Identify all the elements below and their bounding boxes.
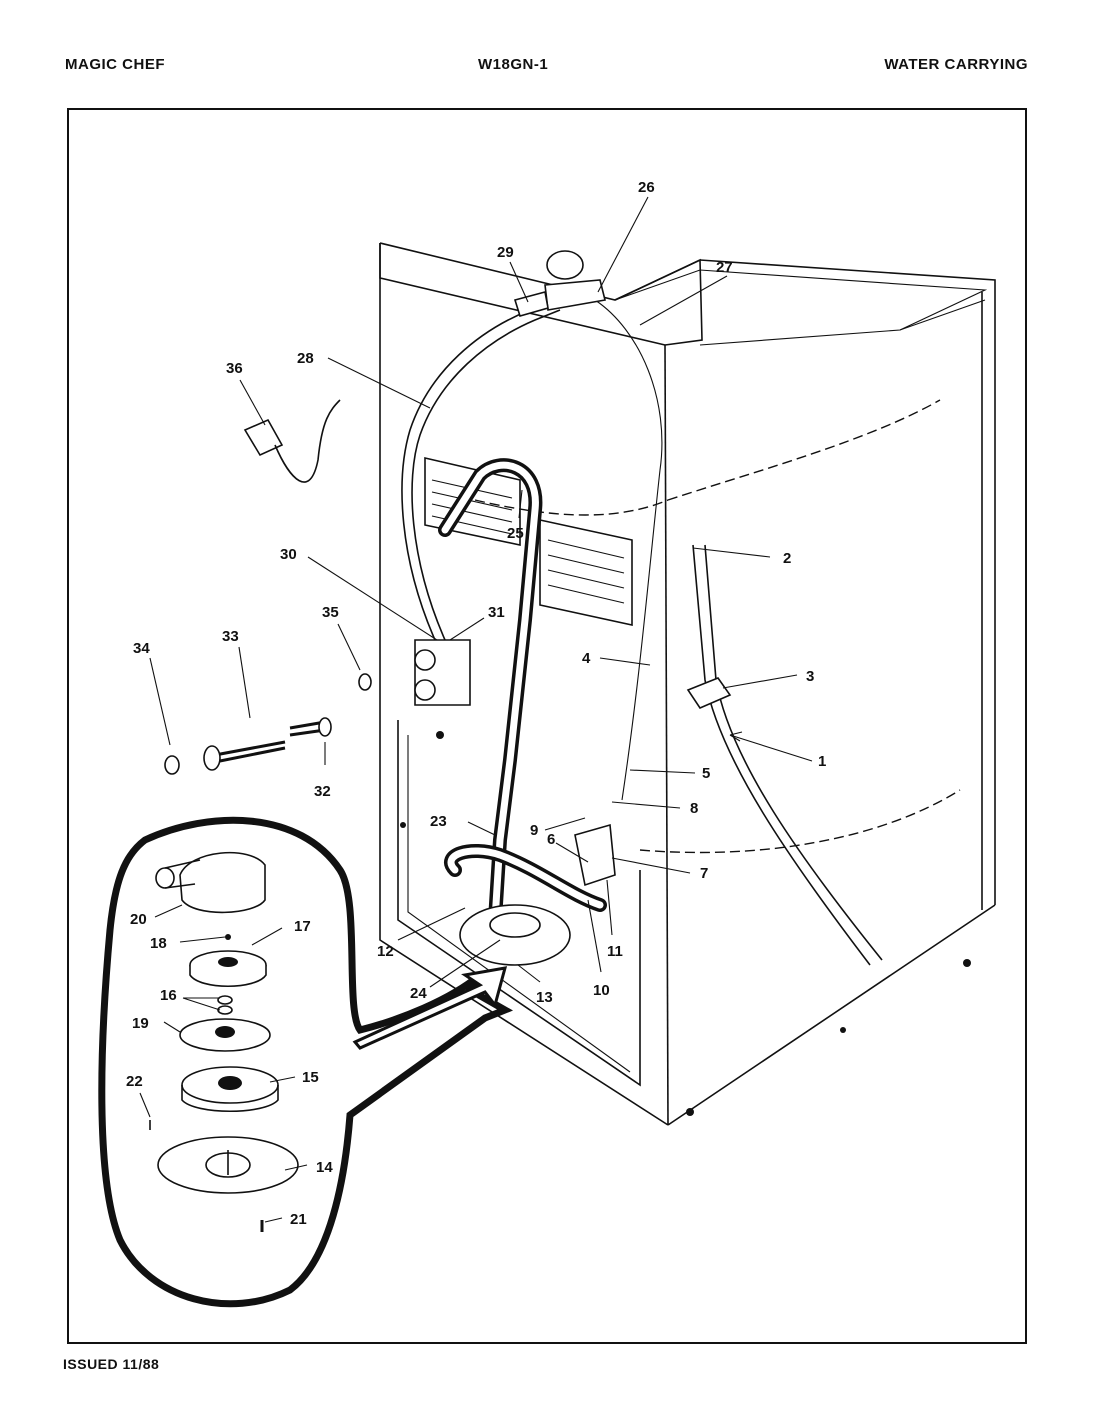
- callout-17: 17: [294, 918, 311, 935]
- pressure-switch: [513, 250, 606, 317]
- washer-cabinet: [379, 242, 996, 1126]
- power-cord: [243, 399, 341, 483]
- callout-9: 9: [530, 822, 538, 839]
- callout-3: 3: [806, 668, 814, 685]
- callout-13: 13: [536, 989, 553, 1006]
- pump-hose: [444, 843, 607, 912]
- pressure-tube: [594, 299, 663, 801]
- callout-27: 27: [716, 259, 733, 276]
- callout-23: 23: [430, 813, 447, 830]
- callout-14: 14: [316, 1159, 333, 1176]
- callout-31: 31: [488, 604, 505, 621]
- pump-detail-callout: [98, 816, 514, 1308]
- callout-33: 33: [222, 628, 239, 645]
- callout-4: 4: [582, 650, 591, 667]
- callout-24: 24: [410, 985, 427, 1002]
- callout-6: 6: [547, 831, 555, 848]
- section-title: WATER CARRYING: [884, 56, 1028, 73]
- callout-1: 1: [818, 753, 826, 770]
- callout-34: 34: [133, 640, 150, 657]
- callout-2: 2: [783, 550, 791, 567]
- callout-20: 20: [130, 911, 147, 928]
- diagram-frame: [67, 108, 1027, 1344]
- hose-clamp: [574, 823, 616, 887]
- callout-30: 30: [280, 546, 297, 563]
- pump-assembly-installed: [459, 904, 571, 966]
- model-number: W18GN-1: [478, 56, 549, 73]
- callout-29: 29: [497, 244, 514, 261]
- side-tube: [692, 544, 871, 966]
- callout-26: 26: [638, 179, 655, 196]
- water-inlet-valve: [414, 639, 471, 706]
- clip-bracket: [686, 677, 732, 709]
- callout-35: 35: [322, 604, 339, 621]
- callout-21: 21: [290, 1211, 307, 1228]
- leader-lines: [139, 196, 813, 1223]
- callout-5: 5: [702, 765, 710, 782]
- callout-22: 22: [126, 1073, 143, 1090]
- callout-28: 28: [297, 350, 314, 367]
- callout-numbers: 1 2 3 4 5 6 7 8 9 10 11 12 13 14 15 16 1…: [126, 179, 826, 1228]
- callout-11: 11: [607, 943, 623, 960]
- callout-8: 8: [690, 800, 698, 817]
- callout-16: 16: [160, 987, 177, 1004]
- callout-7: 7: [700, 865, 708, 882]
- drain-hose: [438, 458, 543, 927]
- inlet-hoses: [164, 673, 372, 775]
- pump-exploded-parts: [149, 851, 299, 1232]
- callout-15: 15: [302, 1069, 319, 1086]
- callout-18: 18: [150, 935, 167, 952]
- callout-10: 10: [593, 982, 610, 999]
- callout-19: 19: [132, 1015, 149, 1032]
- callout-25: 25: [507, 525, 524, 542]
- issued-date: ISSUED 11/88: [63, 1356, 160, 1372]
- callout-36: 36: [226, 360, 243, 377]
- fill-hose: [401, 299, 561, 641]
- callout-32: 32: [314, 783, 331, 800]
- callout-12: 12: [377, 943, 394, 960]
- brand-label: MAGIC CHEF: [65, 56, 165, 73]
